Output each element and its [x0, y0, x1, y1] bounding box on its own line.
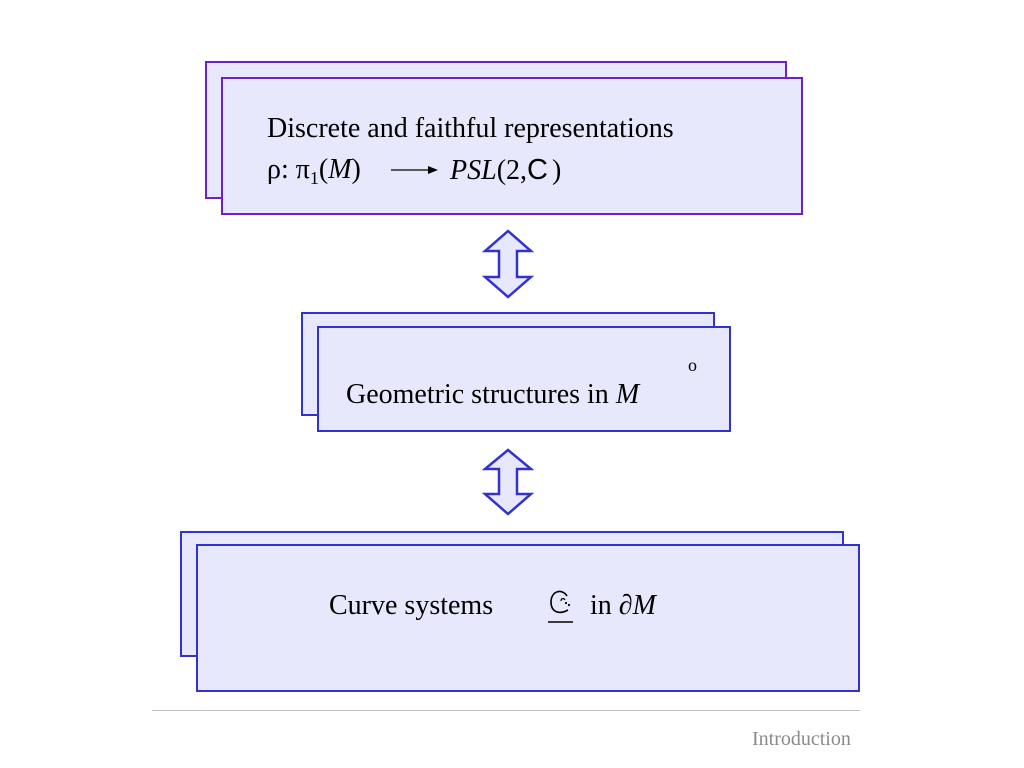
pi-subscript: 1 — [309, 168, 319, 188]
partial-symbol: ∂ — [618, 590, 633, 621]
psl-close-paren: ) — [551, 155, 562, 186]
footer-label: Introduction — [752, 728, 851, 750]
bottom-box-in-boundary: in ∂M — [590, 592, 656, 620]
footer-divider — [152, 710, 860, 711]
top-box-line1: Discrete and faithful representations — [267, 113, 674, 144]
double-arrow-icon — [482, 448, 534, 516]
top-box-line2: ρ: π1(M) — [267, 154, 361, 188]
script-c-symbol — [548, 590, 573, 623]
double-arrow-icon — [482, 229, 534, 299]
psl-args: (2, — [496, 155, 528, 186]
bottom-box-label: Curve systems — [329, 590, 494, 621]
psl-group: PSL(2,C) — [450, 156, 561, 185]
rho-pi-label: ρ: π — [267, 154, 310, 185]
middle-box-text: Geometric structures in M — [346, 381, 639, 409]
geometric-structures-label: Geometric structures in — [346, 379, 616, 410]
manifold-M-interior: M — [615, 379, 640, 410]
manifold-M: M — [328, 154, 352, 185]
psl-label: PSL — [450, 155, 497, 186]
middle-box — [317, 326, 731, 432]
in-label: in — [590, 590, 619, 621]
open-paren: ( — [318, 154, 329, 185]
top-box — [221, 77, 803, 215]
manifold-M-boundary: M — [632, 590, 656, 621]
interior-accent: o — [688, 355, 697, 375]
complex-C: C — [527, 154, 548, 186]
maps-to-arrow-icon — [391, 166, 438, 174]
close-paren: ) — [351, 154, 361, 185]
bottom-box — [196, 544, 860, 692]
